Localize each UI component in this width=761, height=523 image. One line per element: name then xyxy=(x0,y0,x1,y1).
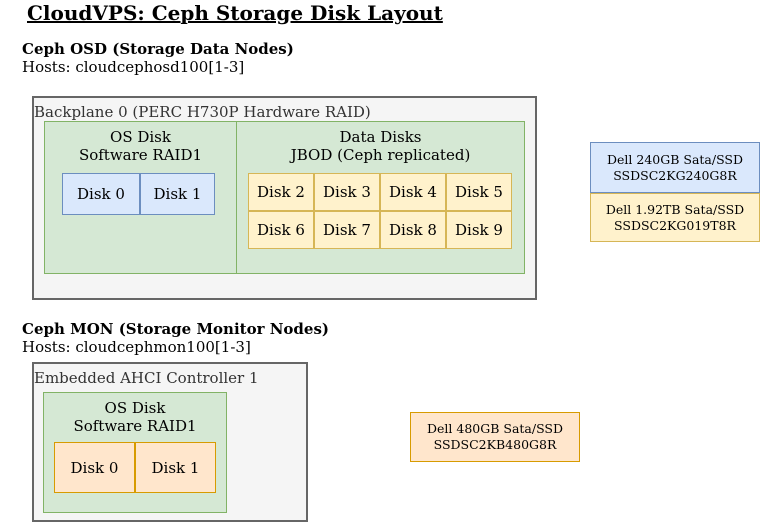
osd-disk-6: Disk 6 xyxy=(248,211,314,249)
legend-480gb-model-name: Dell 480GB Sata/SSD xyxy=(426,421,564,436)
osd-heading: Ceph OSD (Storage Data Nodes) xyxy=(22,40,294,58)
diagram-title: CloudVPS: Ceph Storage Disk Layout xyxy=(27,1,443,25)
legend-240gb-part-number: SSDSC2KG240G8R xyxy=(613,167,737,183)
mon-controller-label: Embedded AHCI Controller 1 xyxy=(34,369,259,387)
legend-1-92tb-part-number: SSDSC2KG019T8R xyxy=(614,217,736,233)
osd-disk-1: Disk 1 xyxy=(140,173,215,215)
legend-1-92tb-model-name: Dell 1.92TB Sata/SSD xyxy=(605,201,745,217)
osd-disk-3: Disk 3 xyxy=(314,173,380,211)
osd-disk-7: Disk 7 xyxy=(314,211,380,249)
osd-controller-label: Backplane 0 (PERC H730P Hardware RAID) xyxy=(34,103,371,121)
legend-240gb-model-name: Dell 240GB Sata/SSD xyxy=(606,151,744,167)
osd-disk-4: Disk 4 xyxy=(380,173,446,211)
legend-1-92tb-ssd: Dell 1.92TB Sata/SSD SSDSC2KG019T8R xyxy=(590,193,760,242)
osd-data-group-title: Data Disks xyxy=(339,128,422,146)
legend-240gb-ssd: Dell 240GB Sata/SSD SSDSC2KG240G8R xyxy=(590,142,760,193)
osd-hosts: Hosts: cloudcephosd100[1-3] xyxy=(22,58,245,76)
osd-data-group-subtitle: JBOD (Ceph replicated) xyxy=(290,146,471,164)
mon-disk-0: Disk 0 xyxy=(54,442,135,493)
mon-hosts: Hosts: cloudcephmon100[1-3] xyxy=(22,338,251,356)
osd-disk-2: Disk 2 xyxy=(248,173,314,211)
mon-heading: Ceph MON (Storage Monitor Nodes) xyxy=(22,320,330,338)
mon-os-group-title: OS Disk xyxy=(104,399,166,417)
mon-os-group-subtitle: Software RAID1 xyxy=(73,417,197,435)
osd-disk-8: Disk 8 xyxy=(380,211,446,249)
mon-disk-1: Disk 1 xyxy=(135,442,216,493)
osd-os-group-subtitle: Software RAID1 xyxy=(78,146,203,164)
legend-480gb-part-number: SSDSC2KB480G8R xyxy=(433,437,557,452)
osd-disk-9: Disk 9 xyxy=(446,211,512,249)
osd-os-group-title: OS Disk xyxy=(110,128,171,146)
osd-disk-5: Disk 5 xyxy=(446,173,512,211)
osd-disk-0: Disk 0 xyxy=(62,173,140,215)
legend-480gb-ssd: Dell 480GB Sata/SSD SSDSC2KB480G8R xyxy=(410,412,580,462)
